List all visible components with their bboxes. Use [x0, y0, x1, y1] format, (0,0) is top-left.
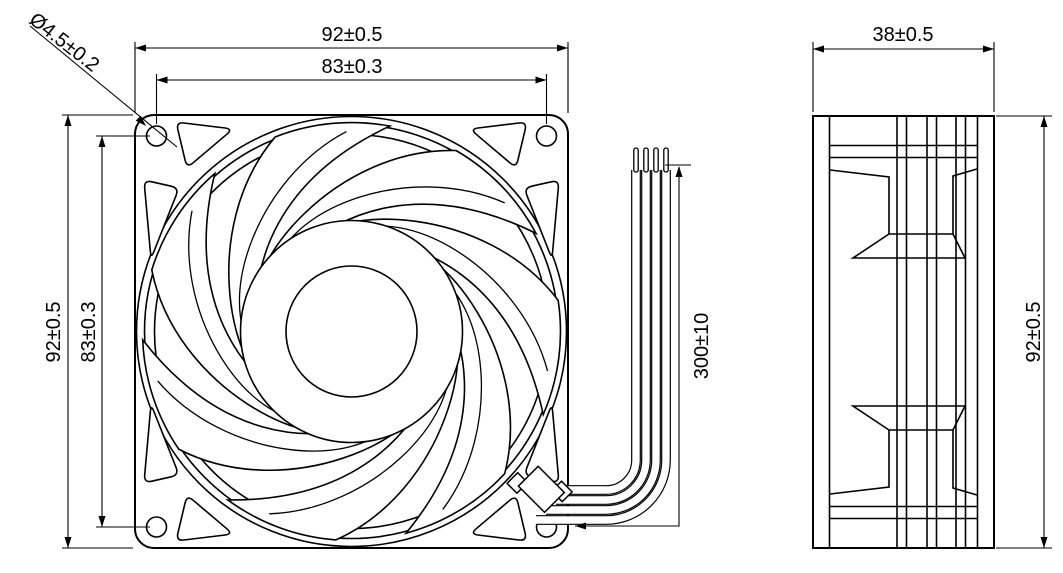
dim-front-hole-pitch-x: 83±0.3 — [155, 56, 548, 124]
wire-exit-block — [505, 465, 574, 514]
front-view — [105, 73, 671, 573]
dim-text-side-depth: 38±0.5 — [872, 24, 933, 46]
dim-text-front-hole-pitch-y: 83±0.3 — [78, 301, 100, 362]
side-ribs — [896, 116, 967, 548]
wire-terminal-pins — [633, 147, 669, 173]
lead-wires — [536, 147, 671, 525]
dim-text-front-height: 92±0.5 — [43, 301, 65, 362]
fan-frame-side — [812, 115, 995, 549]
impeller-hub — [239, 219, 464, 444]
dim-text-wire-length: 300±10 — [691, 313, 713, 380]
dim-text-front-hole-pitch-x: 83±0.3 — [321, 56, 382, 78]
dim-text-front-width: 92±0.5 — [321, 24, 382, 46]
dim-text-hole-diameter: Ø4.5±0.2 — [25, 9, 103, 77]
dim-front-height: 92±0.5 — [43, 114, 133, 549]
dim-side-height: 92±0.5 — [996, 115, 1052, 549]
dim-front-hole-pitch-y: 83±0.3 — [78, 135, 150, 528]
dim-side-depth: 38±0.5 — [812, 24, 995, 112]
side-view — [812, 115, 995, 549]
side-frame-walls — [828, 116, 979, 548]
dim-front-width: 92±0.5 — [134, 24, 569, 113]
dim-text-side-height: 92±0.5 — [1023, 301, 1045, 362]
venturi-circle — [135, 115, 568, 548]
dim-wire-length: 300±10 — [575, 164, 713, 530]
side-motor-hub — [829, 168, 978, 496]
